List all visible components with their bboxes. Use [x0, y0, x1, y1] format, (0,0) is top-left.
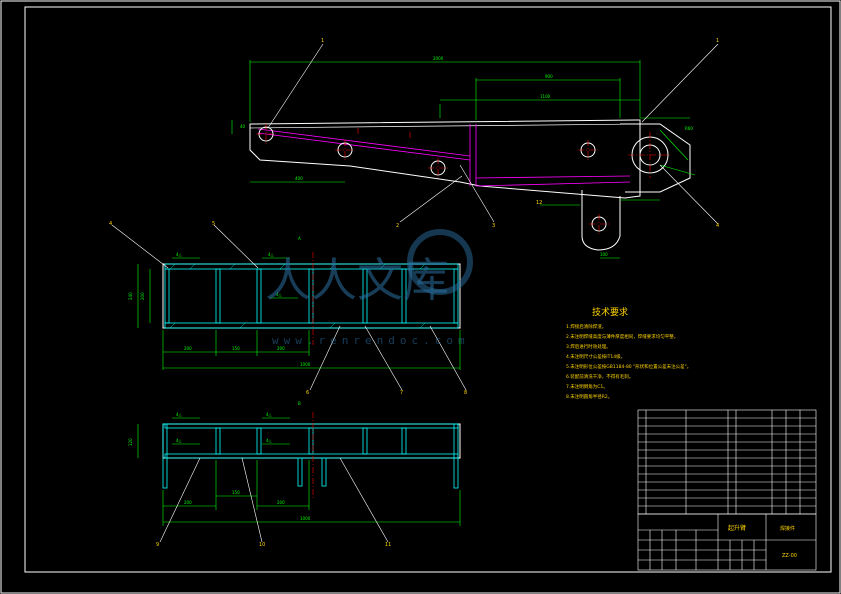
material: 焊接件: [780, 525, 795, 532]
svg-text:200: 200: [184, 500, 192, 505]
svg-text:B: B: [298, 401, 301, 406]
arm-side-view: 2000 900 1100 400 40 R60 100: [231, 43, 719, 259]
balloon-label: 6: [306, 390, 309, 396]
title-block: [637, 409, 817, 571]
svg-text:4△: 4△: [176, 412, 183, 417]
drawing-frame: [24, 6, 832, 573]
svg-text:200: 200: [184, 346, 192, 351]
svg-text:400: 400: [295, 176, 303, 181]
balloon-label: 1: [716, 38, 719, 44]
watermark-url: www.renrendoc.com: [272, 334, 470, 347]
balloon-label: 4: [109, 221, 112, 227]
balloon-label: 3: [492, 223, 495, 229]
svg-text:1000: 1000: [300, 516, 311, 521]
watermark-logo-icon: [407, 229, 473, 295]
balloon-label: 10: [259, 542, 265, 548]
section-view-upper: 200 150 200 1000 240 200 4△ 4△ 4△ A: [111, 224, 467, 391]
drawing-name: 起升臂: [728, 524, 746, 532]
svg-text:4△: 4△: [268, 252, 275, 257]
balloon-label: 1: [321, 38, 324, 44]
balloon-label: 9: [156, 542, 159, 548]
svg-text:150: 150: [232, 490, 240, 495]
svg-text:150: 150: [232, 346, 240, 351]
svg-text:240: 240: [128, 292, 133, 300]
arm-outline: [249, 119, 641, 199]
part-balloons: 1 1 2 3 4 4 5 6 7 8 9 10 11 12: [109, 38, 719, 548]
svg-text:A: A: [298, 236, 301, 241]
tech-req-item: 4.未注明尺寸公差按IT14级。: [566, 353, 625, 360]
svg-text:4△: 4△: [266, 438, 273, 443]
svg-text:100: 100: [600, 252, 608, 257]
svg-text:4△: 4△: [266, 412, 273, 417]
svg-text:40: 40: [240, 124, 246, 129]
balloon-label: 2: [396, 223, 399, 229]
dimension-lines: [231, 60, 696, 259]
svg-text:200: 200: [277, 500, 285, 505]
balloon-label: 12: [536, 200, 542, 206]
balloon-label: 11: [385, 542, 391, 548]
svg-text:4△: 4△: [276, 292, 283, 297]
svg-text:200: 200: [140, 292, 145, 300]
tech-req-item: 5.未注明形位公差按GB1184-80 "形状和位置公差未注公差"。: [566, 363, 691, 370]
balloon-label: 4: [716, 223, 719, 229]
svg-text:4△: 4△: [176, 438, 183, 443]
balloon-label: 5: [212, 221, 215, 227]
svg-text:200: 200: [277, 346, 285, 351]
tech-req-item: 6.装配前清洗干净，不得有毛刺。: [566, 373, 633, 380]
dim-text: 2000: [433, 56, 444, 61]
watermark-text: 人人文库: [265, 253, 449, 307]
balloon-label: 7: [400, 390, 403, 396]
svg-text:4△: 4△: [176, 252, 183, 257]
tech-req-item: 2.未注明焊缝高度与薄件厚度相同，焊缝要求均匀平整。: [566, 333, 678, 340]
tech-req-item: 3.焊后进行时效处理。: [566, 343, 611, 350]
drawing-number: ZZ-00: [782, 553, 797, 559]
tech-req-item: 1.焊接后清除焊渣。: [566, 323, 606, 330]
tech-req-item: 8.未注明圆角半径R2。: [566, 393, 612, 400]
section-frame-lower: [162, 423, 461, 459]
lower-lug: [581, 190, 621, 251]
svg-text:900: 900: [545, 74, 553, 79]
tech-req-item: 7.未注明倒角为C1。: [566, 383, 608, 390]
svg-text:120: 120: [128, 438, 133, 446]
svg-text:1000: 1000: [300, 362, 311, 367]
svg-text:1100: 1100: [540, 94, 551, 99]
tech-req-title: 技术要求: [592, 306, 628, 318]
svg-text:R60: R60: [685, 126, 693, 131]
balloon-label: 8: [464, 390, 467, 396]
section-view-lower: 200 150 200 1000 120 4△ 4△ 4△ 4△ B: [128, 401, 461, 543]
tech-requirements: 技术要求 1.焊接后清除焊渣。 2.未注明焊缝高度与薄件厚度相同，焊缝要求均匀平…: [566, 306, 691, 400]
watermark: 人人文库 www.renrendoc.com: [265, 229, 473, 347]
hidden-line: [257, 128, 471, 157]
